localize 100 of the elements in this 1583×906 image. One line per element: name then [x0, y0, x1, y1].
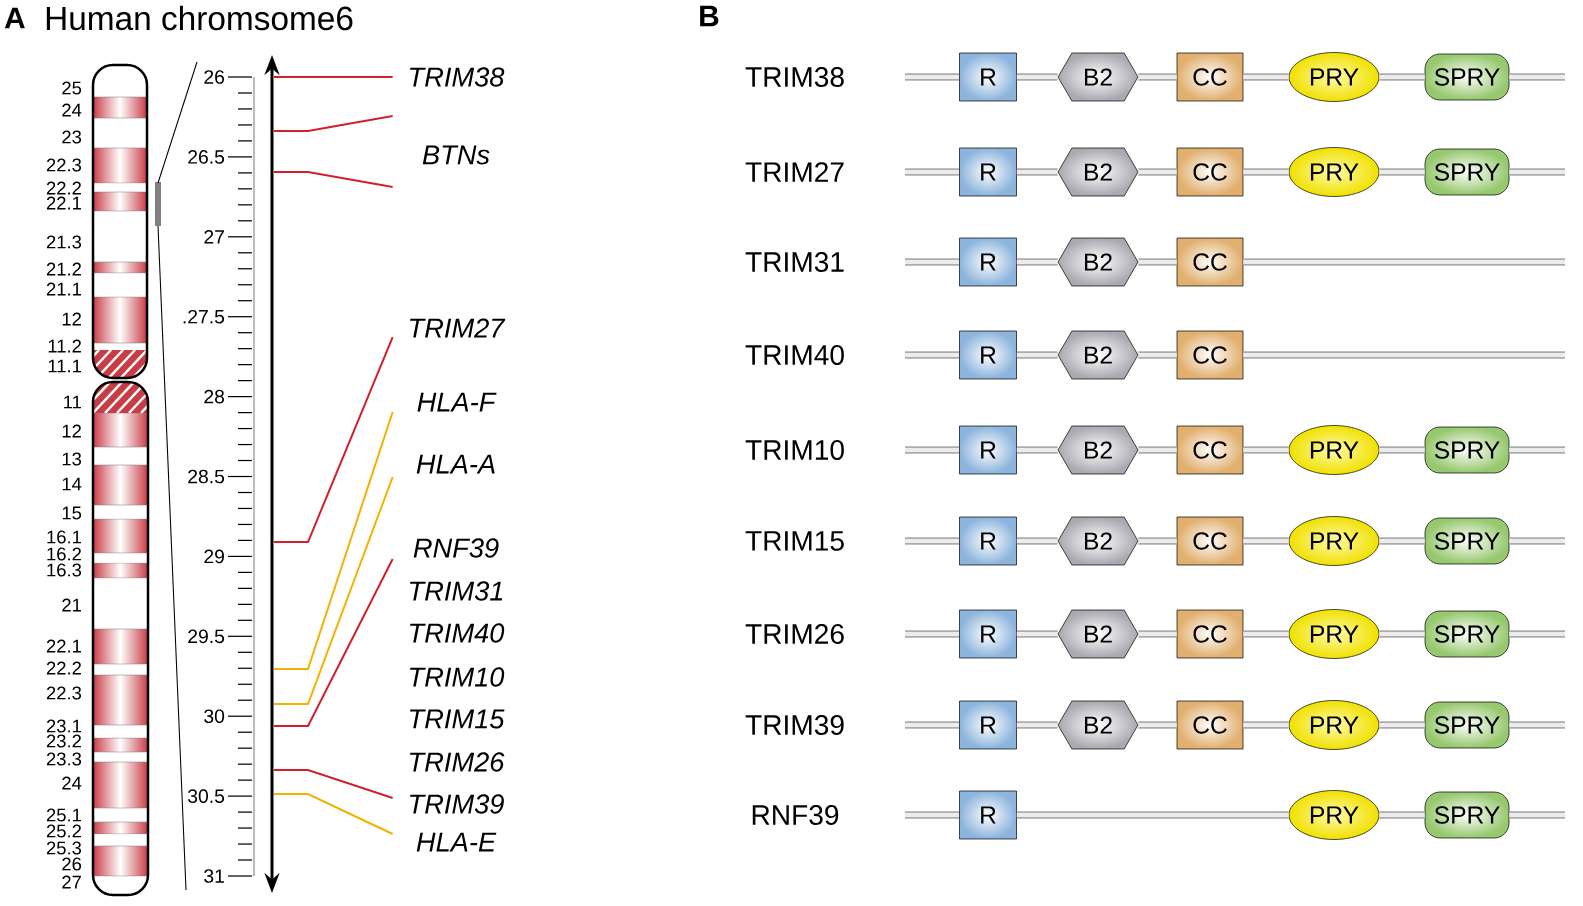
- domain-box: CC: [1176, 700, 1244, 750]
- gene-label: TRIM15: [410, 709, 505, 729]
- gene-label: TRIM40: [410, 623, 505, 643]
- backbone-segment: [1243, 446, 1289, 454]
- panel-title: Human chromsome6: [46, 5, 353, 31]
- leader-line: [273, 769, 394, 799]
- leader-line: [273, 76, 394, 78]
- band-label: 12: [62, 312, 81, 326]
- tick-label: 28: [204, 389, 225, 404]
- tick-label: 30: [204, 709, 225, 724]
- band-label: 22.2: [46, 181, 81, 195]
- protein-name: TRIM26: [745, 624, 844, 644]
- band-label: 11.1: [48, 359, 81, 373]
- band-label: 22.3: [46, 158, 82, 172]
- backbone-segment: [1379, 73, 1425, 81]
- tick-label: 27: [204, 230, 224, 244]
- domain-box: CC: [1176, 147, 1244, 197]
- protein-name: TRIM27: [745, 162, 844, 182]
- band-label: 21: [62, 598, 81, 612]
- band-label: 27: [62, 875, 81, 889]
- backbone-segment: [1016, 721, 1058, 729]
- protein-name: TRIM10: [745, 440, 844, 460]
- backbone-segment: [1138, 446, 1177, 454]
- band-label: 22.1: [46, 196, 81, 210]
- gene-label: TRIM31: [410, 581, 503, 601]
- backbone-segment: [1016, 811, 1289, 819]
- band-label: 14: [62, 477, 82, 491]
- backbone-segment: [1138, 537, 1177, 545]
- domain-box: CC: [1176, 609, 1244, 659]
- band-label: 13: [62, 452, 82, 466]
- domain-box: R: [959, 609, 1017, 659]
- backbone-segment: [1243, 73, 1289, 81]
- backbone-segment: [1016, 351, 1058, 359]
- domain-box: R: [959, 330, 1017, 380]
- domain-box: R: [959, 52, 1017, 102]
- leader-line: [273, 411, 394, 670]
- band-label: 22.1: [46, 639, 81, 653]
- band-label: 11.2: [48, 339, 81, 353]
- backbone-segment: [1379, 721, 1425, 729]
- domain-hexagon: B2: [1057, 52, 1139, 102]
- backbone-segment: [1016, 73, 1058, 81]
- backbone-segment: [1138, 721, 1177, 729]
- leader-line: [273, 115, 394, 132]
- band-label: 24: [62, 776, 82, 790]
- band-label: 25: [62, 81, 82, 95]
- domain-box: R: [959, 700, 1017, 750]
- domain-box: R: [959, 425, 1017, 475]
- gene-label: TRIM10: [410, 667, 505, 687]
- band-label: 16.3: [47, 563, 82, 577]
- tick-label: 29: [204, 549, 224, 564]
- band-label: 25.3: [46, 841, 82, 855]
- domain-rounded-box: SPRY: [1424, 426, 1510, 474]
- domain-rounded-box: SPRY: [1424, 517, 1510, 565]
- band-label: 23.2: [46, 734, 81, 748]
- domain-rounded-box: SPRY: [1424, 701, 1510, 749]
- backbone-segment: [1138, 258, 1177, 266]
- leader-line: [273, 793, 394, 835]
- tick-label: 31: [204, 869, 224, 883]
- band-label: 26: [62, 857, 82, 871]
- backbone-segment: [1016, 446, 1058, 454]
- domain-box: R: [959, 516, 1017, 566]
- domain-box: R: [959, 237, 1017, 287]
- protein-name: TRIM38: [745, 67, 844, 87]
- backbone-segment: [1138, 630, 1177, 638]
- protein-name: TRIM31: [745, 252, 844, 272]
- gene-label: HLA-A: [416, 454, 495, 474]
- domain-box: CC: [1176, 516, 1244, 566]
- domain-box: R: [959, 147, 1017, 197]
- tick-label: 29.5: [188, 629, 225, 644]
- band-label: 21.2: [46, 262, 81, 276]
- band-label: 21.1: [46, 282, 81, 296]
- protein-name: TRIM40: [745, 345, 844, 365]
- domain-rounded-box: SPRY: [1424, 148, 1510, 196]
- band-label: 25.2: [46, 824, 81, 838]
- protein-name: TRIM39: [745, 715, 844, 735]
- domain-box: CC: [1176, 52, 1244, 102]
- band-label: 16.2: [47, 547, 81, 561]
- backbone-segment: [1243, 537, 1289, 545]
- domain-box: R: [959, 790, 1017, 840]
- gene-label: RNF39: [413, 538, 499, 558]
- band-label: 15: [62, 506, 82, 520]
- domain-box: CC: [1176, 425, 1244, 475]
- domain-box: CC: [1176, 237, 1244, 287]
- gene-label: HLA-E: [416, 832, 497, 852]
- backbone-segment: [1379, 630, 1425, 638]
- domain-rounded-box: SPRY: [1424, 610, 1510, 658]
- tick-label: 26.5: [188, 150, 225, 164]
- backbone-segment: [1016, 630, 1058, 638]
- gene-label: BTNs: [422, 145, 490, 165]
- band-label: 23.1: [46, 719, 81, 733]
- backbone-segment: [1138, 73, 1177, 81]
- band-label: 23.3: [46, 752, 82, 766]
- tick-label: 26: [204, 70, 225, 84]
- backbone-segment: [1379, 168, 1425, 176]
- domain-box: CC: [1176, 330, 1244, 380]
- leader-line: [273, 558, 394, 727]
- backbone-segment: [1016, 168, 1058, 176]
- band-label: 22.3: [46, 686, 82, 700]
- backbone-segment: [1379, 811, 1425, 819]
- domain-hexagon: B2: [1057, 330, 1139, 380]
